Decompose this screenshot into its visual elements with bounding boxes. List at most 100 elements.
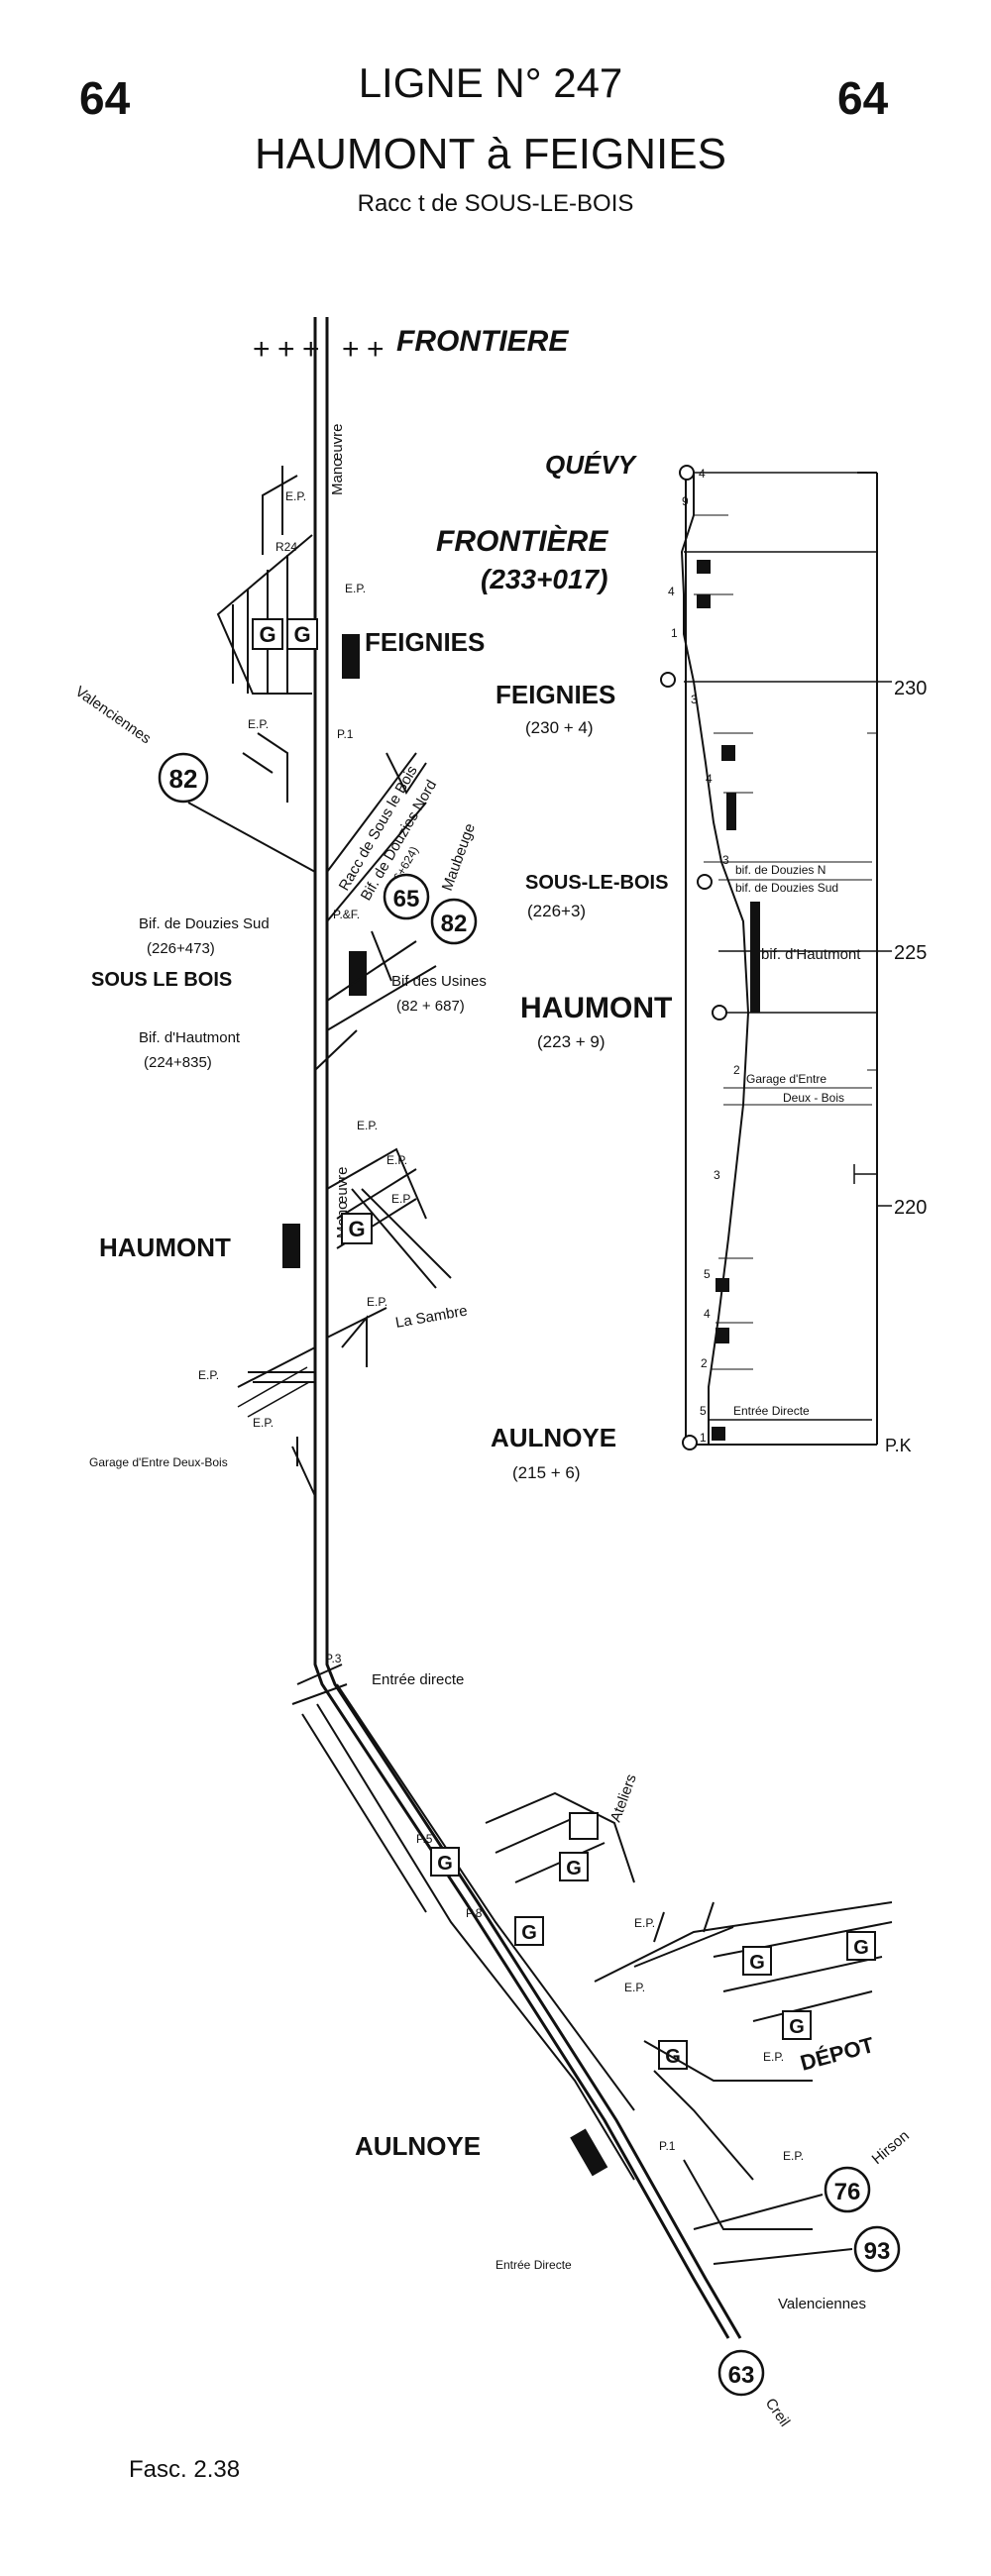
ep-label: E.P. [285,489,306,503]
p1-label: P.1 [659,2139,676,2153]
haumont-label: HAUMONT [99,1233,231,1262]
goods-depot-icon [658,2040,688,2070]
gradient-value: 4 [668,585,675,598]
station-building-icon [282,1224,300,1268]
manoeuvre-label: Manœuvre [329,423,346,495]
gradient-value: 1 [671,626,678,640]
frontier-cross: + [367,333,385,366]
station-building-icon [349,951,367,996]
bif-hautmont-pk: (224+835) [144,1054,212,1071]
aulnoye-area: P.3 Entrée directe Ateliers G G G G P.8 … [291,1652,913,2430]
track-schematic: + + + + + FRONTIERE G G FEIGNIES E.P. R2… [72,317,913,2430]
km-label-pk: P.K [885,1436,912,1455]
profile-annotation-bif-hautmont: bif. d'Hautmont [761,946,861,963]
goods-label: G [789,2016,805,2038]
p3-label: P.3 [325,1652,342,1665]
entree-directe-bottom: Entrée Directe [496,2258,572,2272]
goods-label: G [853,1937,869,1959]
ep-label: E.P. [253,1416,274,1430]
goods-label: G [437,1853,453,1875]
line-76-number: 76 [834,2179,861,2205]
hirson-label: Hirson [869,2127,913,2168]
profile-station-feignies: FEIGNIES [496,680,615,709]
goods-label: G [348,1217,365,1241]
goods-depot-icon [559,1852,589,1881]
frontier-cross: + [302,333,320,366]
profile-annotation-bif-douzies-sud: bif. de Douzies Sud [735,881,838,895]
line-93-number: 93 [864,2238,891,2265]
bif-douzies-sud-pk: (226+473) [147,940,215,957]
goods-depot-icon [252,618,283,650]
ep-label: E.P. [386,1153,407,1167]
page-number-right: 64 [837,72,889,124]
main-track-west [313,317,730,2339]
profile-station-aulnoye: AULNOYE [491,1423,616,1452]
p5-label: P.5 [416,1832,433,1846]
profile-pk-aulnoye: (215 + 6) [512,1463,581,1482]
goods-depot-icon [341,1213,373,1244]
pbf-label: P.&F. [333,908,360,921]
line-65-circle [383,873,430,920]
line-82-number: 82 [441,911,468,937]
km-label-220: 220 [894,1197,927,1219]
valenciennes-label: Valenciennes [72,683,155,747]
route-subtitle: Racc t de SOUS-LE-BOIS [358,190,634,217]
profile-pk-feignies: (230 + 4) [525,718,594,737]
gradient-value: 1 [700,1431,707,1445]
profile-pk-frontiere: (233+017) [481,564,607,594]
frontier-cross: + [342,333,360,366]
gradient-value: 2 [701,1356,708,1370]
bif-usines-pk: (82 + 687) [396,998,465,1015]
gradient-value: 3 [714,1168,720,1182]
creil-label: Creil [762,2396,794,2430]
profile-annotation-entree-directe: Entrée Directe [733,1404,810,1418]
goods-depot-icon [846,1931,876,1961]
gradient-value: 5 [700,1404,707,1418]
goods-depot-icon [430,1847,460,1877]
ep-label: E.P. [198,1368,219,1382]
ateliers-label: Ateliers [607,1772,640,1825]
line-63-circle [717,2349,765,2397]
p1-label: P.1 [337,727,354,741]
ep-label: E.P. [763,2050,784,2064]
goods-depot-icon [742,1946,772,1976]
km-label-225: 225 [894,942,927,964]
aulnoye-label: AULNOYE [355,2131,481,2161]
bif-usines-label: Bif des Usines [391,973,487,990]
gradient-value: 4 [704,1307,711,1321]
bif-douzies-sud-label: Bif. de Douzies Sud [139,915,270,932]
gradient-value: 2 [733,1063,740,1077]
profile-station-haumont: HAUMONT [520,992,672,1024]
km-label-230: 230 [894,678,927,699]
valenciennes-bottom-label: Valenciennes [778,2296,866,2312]
frontier-marks: + + + + + FRONTIERE [253,325,569,366]
station-building-icon [570,2128,608,2177]
profile-pk-haumont: (223 + 9) [537,1032,606,1051]
profile-annotation-deux-bois: Deux - Bois [783,1091,844,1105]
goods-label: G [749,1952,765,1974]
goods-depot-icon [286,618,318,650]
valenciennes-branch: Valenciennes 82 E.P. P.1 [72,683,354,873]
p8-label: P.8 [466,1906,483,1920]
longitudinal-profile: QUÉVY FRONTIÈRE (233+017) FEIGNIES (230 … [436,450,927,1482]
profile-pk-sous-le-bois: (226+3) [527,902,586,920]
ep-label: E.P. [634,1916,655,1930]
header: 64 64 LIGNE N° 247 HAUMONT à FEIGNIES Ra… [79,59,889,217]
goods-label: G [566,1858,582,1879]
ep-label: E.P. [367,1295,387,1309]
ep-label: E.P. [783,2149,804,2163]
gradient-value: 3 [722,853,729,867]
bif-hautmont-label: Bif. d'Hautmont [139,1029,241,1046]
profile-annotation-garage: Garage d'Entre [746,1072,826,1086]
line-65-number: 65 [393,886,420,912]
ep-label: E.P. [391,1192,412,1206]
gradient-value: 4 [699,467,706,481]
profile-station-sous-le-bois: SOUS-LE-BOIS [525,872,668,894]
line-82-circle [158,752,209,804]
entree-directe-top: Entrée directe [372,1671,464,1688]
goods-label: G [293,622,310,647]
route-title: HAUMONT à FEIGNIES [255,130,726,178]
main-track-east [325,317,742,2339]
depot: G G G DÉPOT [713,1921,893,2076]
